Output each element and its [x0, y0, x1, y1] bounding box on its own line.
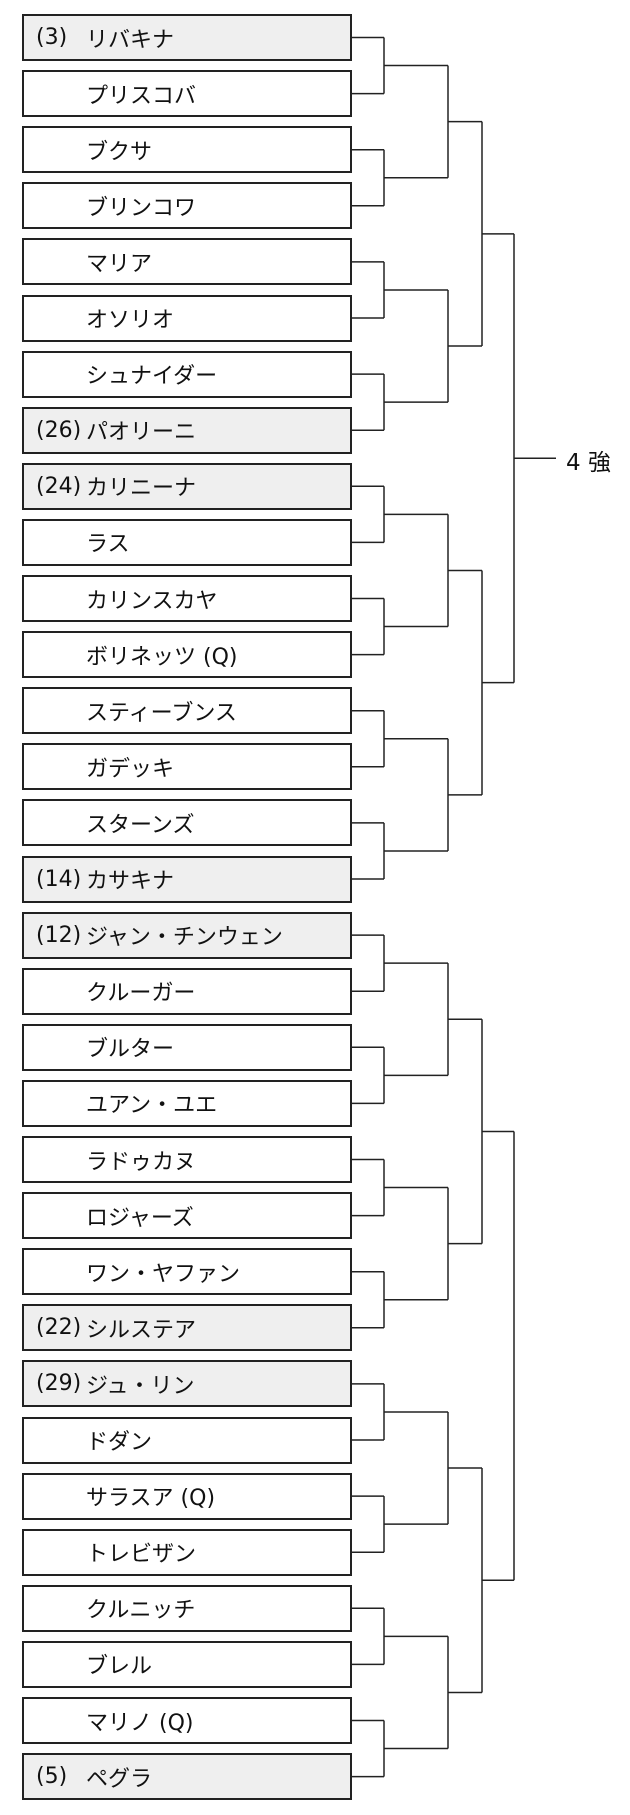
player-name: ラス — [86, 532, 130, 558]
player-seed: (24) — [36, 473, 82, 499]
player-seed: (5) — [36, 1764, 68, 1790]
player-name: ラドゥカヌ — [86, 1149, 197, 1175]
player-name: ペグラ — [86, 1766, 153, 1792]
player-name: ガデッキ — [86, 756, 175, 782]
player-seed: (26) — [36, 417, 82, 443]
player-seed: (22) — [36, 1315, 82, 1341]
player-entry: (14)カサキナ — [22, 855, 352, 903]
player-seed: (12) — [36, 922, 82, 948]
player-entry: (5) ペグラ — [22, 1753, 352, 1801]
player-entry: ユアン・ユエ — [22, 1079, 352, 1127]
player-name: ロジャーズ — [86, 1205, 194, 1231]
player-entry: (24)カリニーナ — [22, 462, 352, 510]
player-entry: ブリンコワ — [22, 182, 352, 230]
player-entry: カリンスカヤ — [22, 575, 352, 622]
player-entry: ボリネッツ (Q) — [22, 631, 352, 679]
player-entry: ドダン — [22, 1416, 352, 1464]
player-entry: (3) リバキナ — [22, 14, 352, 61]
player-entry: ブレル — [22, 1640, 352, 1688]
player-entry: スターンズ — [22, 799, 352, 847]
player-entry: プリスコバ — [22, 70, 352, 118]
player-entry: オソリオ — [22, 294, 352, 342]
player-name: オソリオ — [86, 308, 175, 333]
player-name: パオリーニ — [86, 420, 197, 446]
player-name: マリノ (Q) — [86, 1710, 194, 1736]
player-entry: ワン・ヤファン — [22, 1248, 352, 1296]
player-seed: (29) — [36, 1371, 82, 1397]
player-name: シュナイダー — [86, 364, 218, 390]
player-name: マリア — [86, 251, 153, 277]
player-seed: (14) — [36, 866, 82, 892]
player-name: ボリネッツ (Q) — [86, 644, 238, 670]
player-entry: ラス — [22, 518, 352, 566]
player-name: カサキナ — [86, 869, 175, 894]
player-name: ブルター — [86, 1037, 175, 1063]
player-name: ワン・ヤファン — [86, 1261, 241, 1287]
player-name: ジュ・リン — [86, 1373, 195, 1399]
player-name: ジャン・チンウェン — [86, 925, 283, 951]
player-name: ユアン・ユエ — [86, 1093, 218, 1119]
player-name: カリニーナ — [86, 476, 197, 502]
player-entry: (29)ジュ・リン — [22, 1360, 352, 1408]
player-name: カリンスカヤ — [86, 588, 218, 614]
player-entry: クルーガー — [22, 967, 352, 1015]
player-entry: ラドゥカヌ — [22, 1136, 352, 1183]
player-entry: ブルター — [22, 1023, 352, 1071]
player-entry: ブクサ — [22, 126, 352, 174]
player-name: トレビザン — [86, 1542, 197, 1568]
player-name: スティーブンス — [86, 700, 237, 726]
player-entry: スティーブンス — [22, 687, 352, 735]
player-name: クルーガー — [86, 981, 196, 1007]
player-name: リバキナ — [86, 27, 175, 53]
player-entry: (26)パオリーニ — [22, 406, 352, 454]
player-name: ブレル — [86, 1654, 153, 1680]
player-entry: ガデッキ — [22, 743, 352, 791]
player-name: ブクサ — [86, 139, 153, 165]
player-entry: (22)シルステア — [22, 1304, 352, 1352]
player-entry: トレビザン — [22, 1528, 352, 1576]
player-name: ドダン — [86, 1430, 153, 1455]
player-name: クルニッチ — [86, 1598, 196, 1624]
player-name: サラスア (Q) — [86, 1486, 216, 1512]
player-entry: (12)ジャン・チンウェン — [22, 911, 352, 959]
player-seed: (3) — [36, 25, 68, 50]
player-name: スターンズ — [86, 812, 195, 838]
player-name: ブリンコワ — [86, 195, 197, 221]
player-entry: クルニッチ — [22, 1584, 352, 1632]
player-entry: マリノ (Q) — [22, 1697, 352, 1744]
player-name: プリスコバ — [86, 83, 197, 109]
player-entry: サラスア (Q) — [22, 1472, 352, 1520]
player-entry: シュナイダー — [22, 350, 352, 398]
result-label: 4 強 — [566, 450, 611, 477]
player-name: シルステア — [86, 1317, 197, 1343]
player-entry: マリア — [22, 238, 352, 286]
player-entry: ロジャーズ — [22, 1192, 352, 1240]
